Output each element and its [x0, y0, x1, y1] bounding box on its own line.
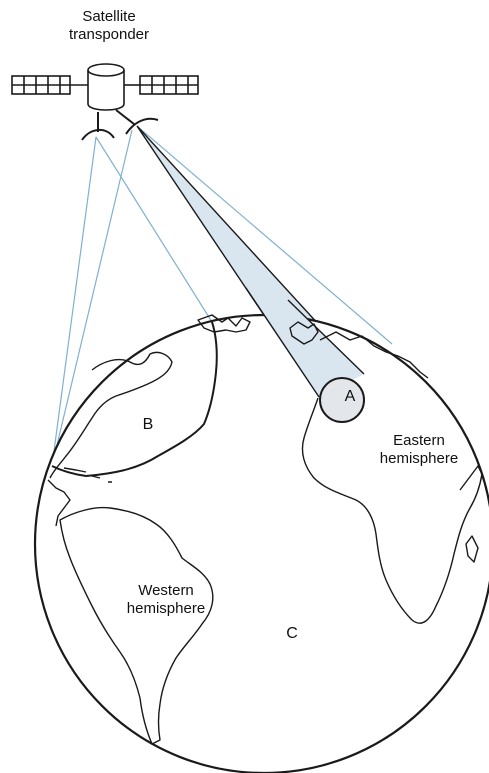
- caribbean-islands: [63, 467, 112, 483]
- continents: [47, 314, 483, 745]
- beam-line-west-2: [51, 129, 133, 467]
- western-line-2: hemisphere: [126, 600, 206, 617]
- eastern-hemisphere-label: Eastern hemisphere: [364, 432, 474, 468]
- madagascar: [465, 535, 479, 563]
- satellite-icon: [11, 63, 199, 141]
- north-america-landmass: [49, 351, 173, 479]
- beam-line-east-1: [136, 125, 393, 345]
- africa: [301, 397, 483, 624]
- antenna-dish-icon: [81, 109, 159, 141]
- region-b-boundary: [51, 321, 218, 477]
- europe-landmass: [319, 331, 429, 379]
- europe-coast: [289, 321, 319, 345]
- title-line-1: Satellite: [82, 8, 136, 25]
- eastern-line-2: hemisphere: [379, 450, 459, 467]
- title-line-2: transponder: [68, 26, 150, 43]
- beam-lines: [51, 125, 393, 467]
- beam-a-label: A: [344, 388, 356, 405]
- spot-beam-cone-inner: [246, 288, 364, 397]
- eastern-line-1: Eastern: [393, 432, 445, 449]
- cone-edge-left: [245, 287, 320, 398]
- region-c-label: C: [286, 625, 298, 642]
- satellite-body: [87, 63, 125, 111]
- satellite-transponder-label: Satellite transponder: [44, 8, 174, 44]
- solar-panel-left-icon: [11, 75, 88, 95]
- central-america: [47, 479, 71, 527]
- spot-beam-circle: [319, 377, 365, 423]
- western-line-1: Western: [138, 582, 194, 599]
- solar-panel-right-icon: [124, 75, 199, 95]
- south-america: [59, 506, 214, 745]
- western-hemisphere-label: Western hemisphere: [108, 582, 224, 618]
- beam-line-west-3: [95, 136, 213, 323]
- earth-globe: [33, 313, 489, 773]
- region-b-label: B: [142, 416, 154, 433]
- beam-line-west-1: [51, 136, 97, 467]
